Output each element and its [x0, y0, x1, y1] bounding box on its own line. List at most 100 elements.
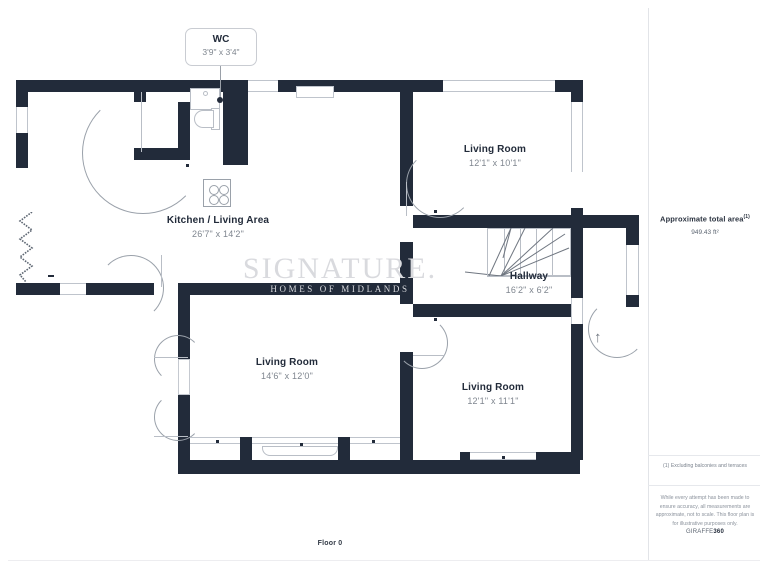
room-dimensions: 12'1" x 11'1" [467, 396, 519, 406]
watermark-primary: SIGNATURE. [242, 252, 438, 285]
room-dimensions: 16'2" x 6'2" [505, 285, 553, 295]
room-dimensions: 14'6" x 12'0" [261, 371, 313, 381]
door-leaf-hall-top [406, 182, 407, 216]
window-tick-bottom-left [216, 440, 219, 443]
stair-rail [487, 276, 571, 277]
window-right-lower [571, 298, 583, 324]
wall-right-arm-vert [626, 215, 639, 245]
wall-right-arm [571, 215, 639, 228]
wall-left-mid [16, 133, 28, 168]
room-label-wc: WC 3'9" x 3'4" [185, 28, 257, 66]
wc-leader-line [220, 66, 221, 100]
room-dimensions: 3'9" x 3'4" [202, 47, 240, 57]
room-dimensions: 12'1" x 10'1" [469, 158, 521, 168]
watermark: SIGNATURE. HOMES OF MIDLANDS [225, 252, 455, 294]
room-name: Hallway [509, 271, 549, 282]
room-name: Kitchen / Living Area [166, 215, 270, 226]
stair-rail-left [487, 228, 488, 276]
window-bottom-mid [252, 437, 338, 444]
burner-icon [219, 195, 229, 205]
basin-drain-icon [203, 91, 208, 96]
window-bottom-right [350, 437, 400, 444]
floor-caption: Floor 0 [317, 540, 343, 547]
total-area-title-text: Approximate total area [660, 214, 744, 224]
wc-leader-dot [217, 97, 223, 103]
hinge-hall-bottom [434, 318, 437, 321]
room-label-living-left: Living Room 14'6" x 12'0" [217, 357, 357, 381]
door-leaf-kitchen-wc [141, 92, 142, 152]
wall-right-lower [571, 228, 583, 298]
watermark-secondary: HOMES OF MIDLANDS [270, 284, 410, 294]
door-swing-living-left-b [154, 393, 202, 441]
window-top-left [248, 80, 278, 92]
wall-hall-bottom-left [413, 304, 440, 317]
door-swing-living-left-a [154, 335, 202, 383]
panel-disclaimer: While every attempt has been made to ens… [655, 495, 755, 527]
window-bottom-left [190, 437, 240, 444]
stair-tread [552, 229, 553, 277]
window-top-right [443, 80, 555, 92]
wall-central-vertical-lower [400, 242, 413, 304]
room-name: WC [212, 34, 230, 45]
base-divider [8, 560, 760, 561]
hob-icon [203, 179, 231, 207]
wall-top-right-seg [413, 80, 443, 92]
wall-left-lower [16, 283, 60, 295]
door-leaf-hall-left [413, 355, 445, 356]
wall-hall-bottom [440, 304, 571, 317]
room-label-living-top: Living Room 12'1" x 10'1" [425, 144, 565, 168]
wall-bottom-right-corner [536, 452, 580, 474]
door-leaf-living-left-a [154, 357, 188, 358]
door-leaf-living-left-b [154, 436, 188, 437]
wall-left-upper [16, 80, 28, 107]
total-area-title: Approximate total area(1) [650, 214, 760, 224]
door-swing-kitchen-wc [82, 92, 204, 214]
wall-right-bottom [571, 324, 583, 460]
panel-divider-top [648, 455, 760, 456]
stair-winder-lines [465, 228, 570, 277]
room-dimensions: 26'7" x 14'2" [192, 229, 244, 239]
burner-icon [219, 185, 229, 195]
wall-central-vertical-bottom [400, 352, 413, 460]
wall-bottom-main [178, 460, 580, 474]
window-tick-bottom-right2 [502, 456, 505, 459]
burner-icon [209, 185, 219, 195]
bay-sill-bottom-mid [262, 446, 338, 456]
door-swing-entrance [588, 300, 646, 358]
window-right-top [571, 102, 583, 172]
wall-kitchen-partition [212, 283, 400, 295]
giraffe360-logo: GIRAFFE360 [650, 529, 760, 535]
wall-tick-left [48, 275, 54, 277]
window-left-lower [60, 283, 86, 295]
brand-prefix: GIRAFFE [685, 529, 714, 535]
room-label-hallway: Hallway 16'2" x 6'2" [459, 271, 599, 295]
total-area-value: 949.43 ft² [691, 228, 719, 236]
burner-icon [209, 195, 219, 205]
room-name: Living Room [461, 382, 525, 393]
wall-bottom-stub-mid [338, 437, 350, 464]
total-area-block: Approximate total area(1) 949.43 ft² [650, 214, 760, 236]
panel-divider-bottom [648, 485, 760, 486]
window-top-mid [296, 86, 334, 98]
window-left-upper [16, 107, 28, 133]
info-panel [648, 8, 760, 560]
wall-hall-top [440, 215, 571, 228]
wall-hall-top-left [413, 215, 440, 228]
window-tick-bottom-right [372, 440, 375, 443]
total-area-footnote-marker: (1) [743, 214, 750, 220]
door-swing-hall-left [396, 317, 448, 369]
window-right-arm [626, 245, 639, 295]
wall-wc-right [223, 92, 248, 165]
window-tick-bottom-mid [300, 443, 303, 446]
room-name: Living Room [463, 144, 527, 155]
toilet-bowl-icon [194, 110, 214, 128]
stair-tread [520, 229, 521, 277]
wall-bottom-stub-left [240, 437, 252, 464]
wall-right-top [571, 80, 583, 102]
door-swing-kitchen-left [98, 255, 164, 321]
room-name: Living Room [255, 357, 319, 368]
entrance-direction-arrow-icon: ↑ [594, 329, 602, 346]
brand-suffix: 360 [713, 529, 725, 535]
room-label-living-bottom: Living Room 12'1" x 11'1" [423, 382, 563, 406]
